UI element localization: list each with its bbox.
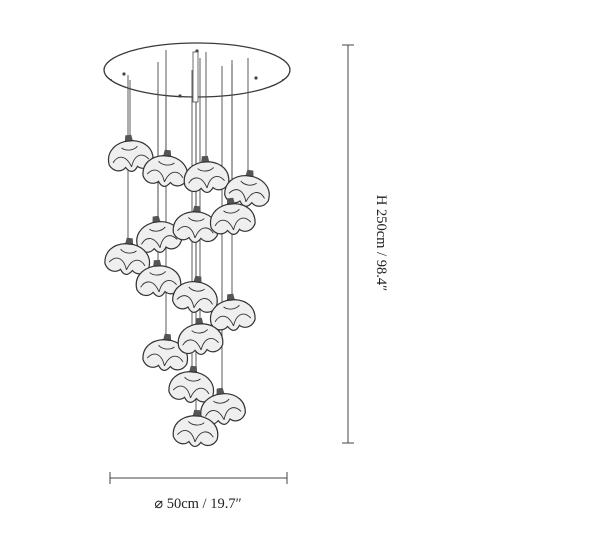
pendant-shade bbox=[168, 365, 215, 403]
pendant-shade bbox=[172, 275, 218, 313]
center-rod bbox=[192, 51, 199, 103]
pendant-shade bbox=[177, 317, 224, 356]
diameter-label: ⌀ 50cm / 19.7″ bbox=[154, 496, 241, 512]
pendant-shade bbox=[172, 205, 219, 244]
pendant-shade bbox=[183, 155, 230, 194]
height-dimension: H 250cm / 98.4″ bbox=[342, 44, 389, 444]
pendant-shade bbox=[107, 134, 154, 172]
pendant-shade bbox=[142, 333, 189, 371]
pendant-lights bbox=[104, 134, 270, 448]
pendant-shade bbox=[172, 409, 219, 448]
pendant-shade bbox=[104, 237, 151, 275]
height-label: H 250cm / 98.4″ bbox=[373, 195, 389, 291]
width-dimension: ⌀ 50cm / 19.7″ bbox=[109, 472, 288, 512]
pendant-shade bbox=[209, 293, 256, 331]
pendant-shade bbox=[209, 197, 256, 235]
pendant-shade bbox=[135, 259, 182, 298]
